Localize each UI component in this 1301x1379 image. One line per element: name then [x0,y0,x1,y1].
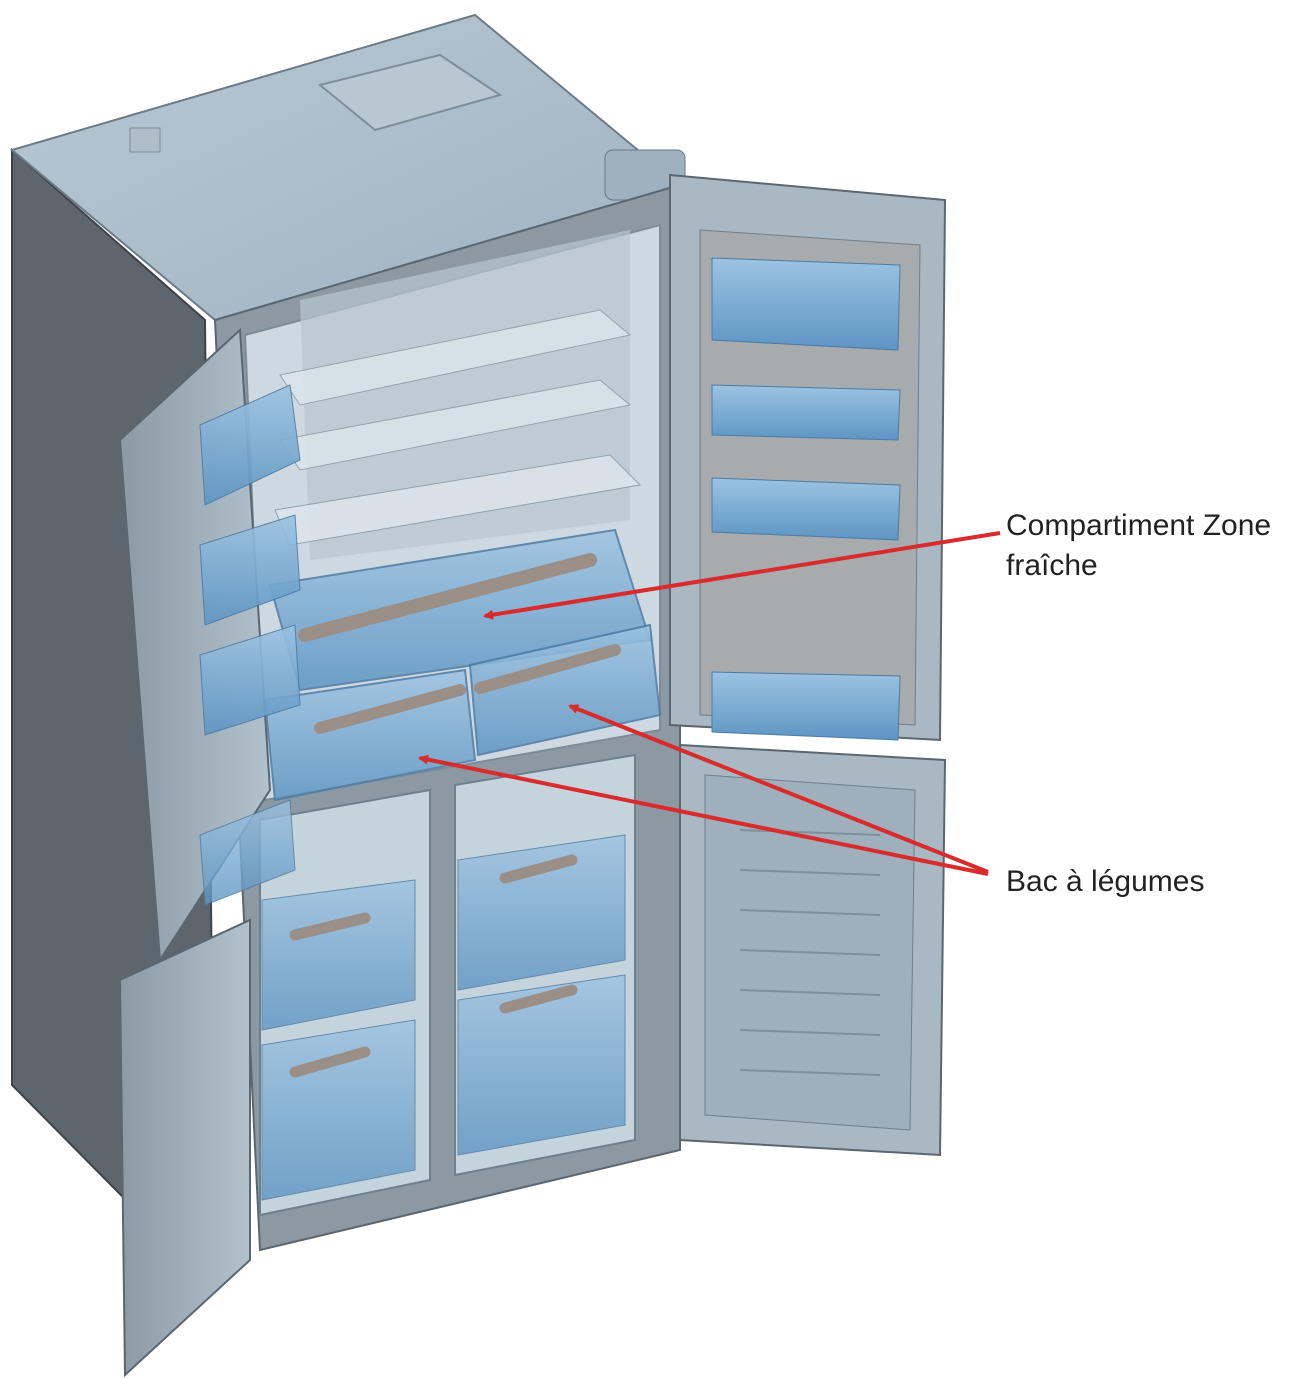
drawer-handle [289,1046,371,1078]
drawer-handle [499,854,578,884]
arrow-zone-fraiche [483,531,1001,620]
right-door-bin-3 [711,477,901,541]
door-ribs [739,829,881,1076]
left-door-bin-2 [199,514,301,626]
top-vent-plate [317,53,503,132]
left-door-bin-1 [199,384,301,506]
lower-left-drawer-top [261,879,416,1031]
left-lower-door [118,918,251,1378]
right-door-inner-panel [699,229,921,726]
lower-right-drawer-top [457,834,626,991]
callout-zone-fraiche: Compartiment Zone fraîche [1006,509,1272,582]
vegetable-bin-left-handle [314,684,466,734]
lower-left-drawer-bottom [261,1019,416,1201]
arrow-bac-left [418,754,989,876]
right-door-bin-1 [711,257,901,351]
zone-fraiche-handle [298,553,597,642]
top-hinge-block [129,127,161,153]
left-door-bin-3 [199,624,301,736]
drawer-handle [289,912,371,941]
vegetable-bin-right-handle [474,644,621,694]
glass-shelf-1 [279,309,632,406]
drawer-handle [499,984,578,1014]
left-door-bin-4 [199,799,296,906]
right-door-bin-4 [711,671,901,741]
lower-right-drawer-bottom [457,974,626,1156]
callout-bac-a-legumes: Bac à légumes [1006,865,1205,898]
arrow-bac-right [568,704,989,874]
right-door-bin-2 [711,384,901,441]
